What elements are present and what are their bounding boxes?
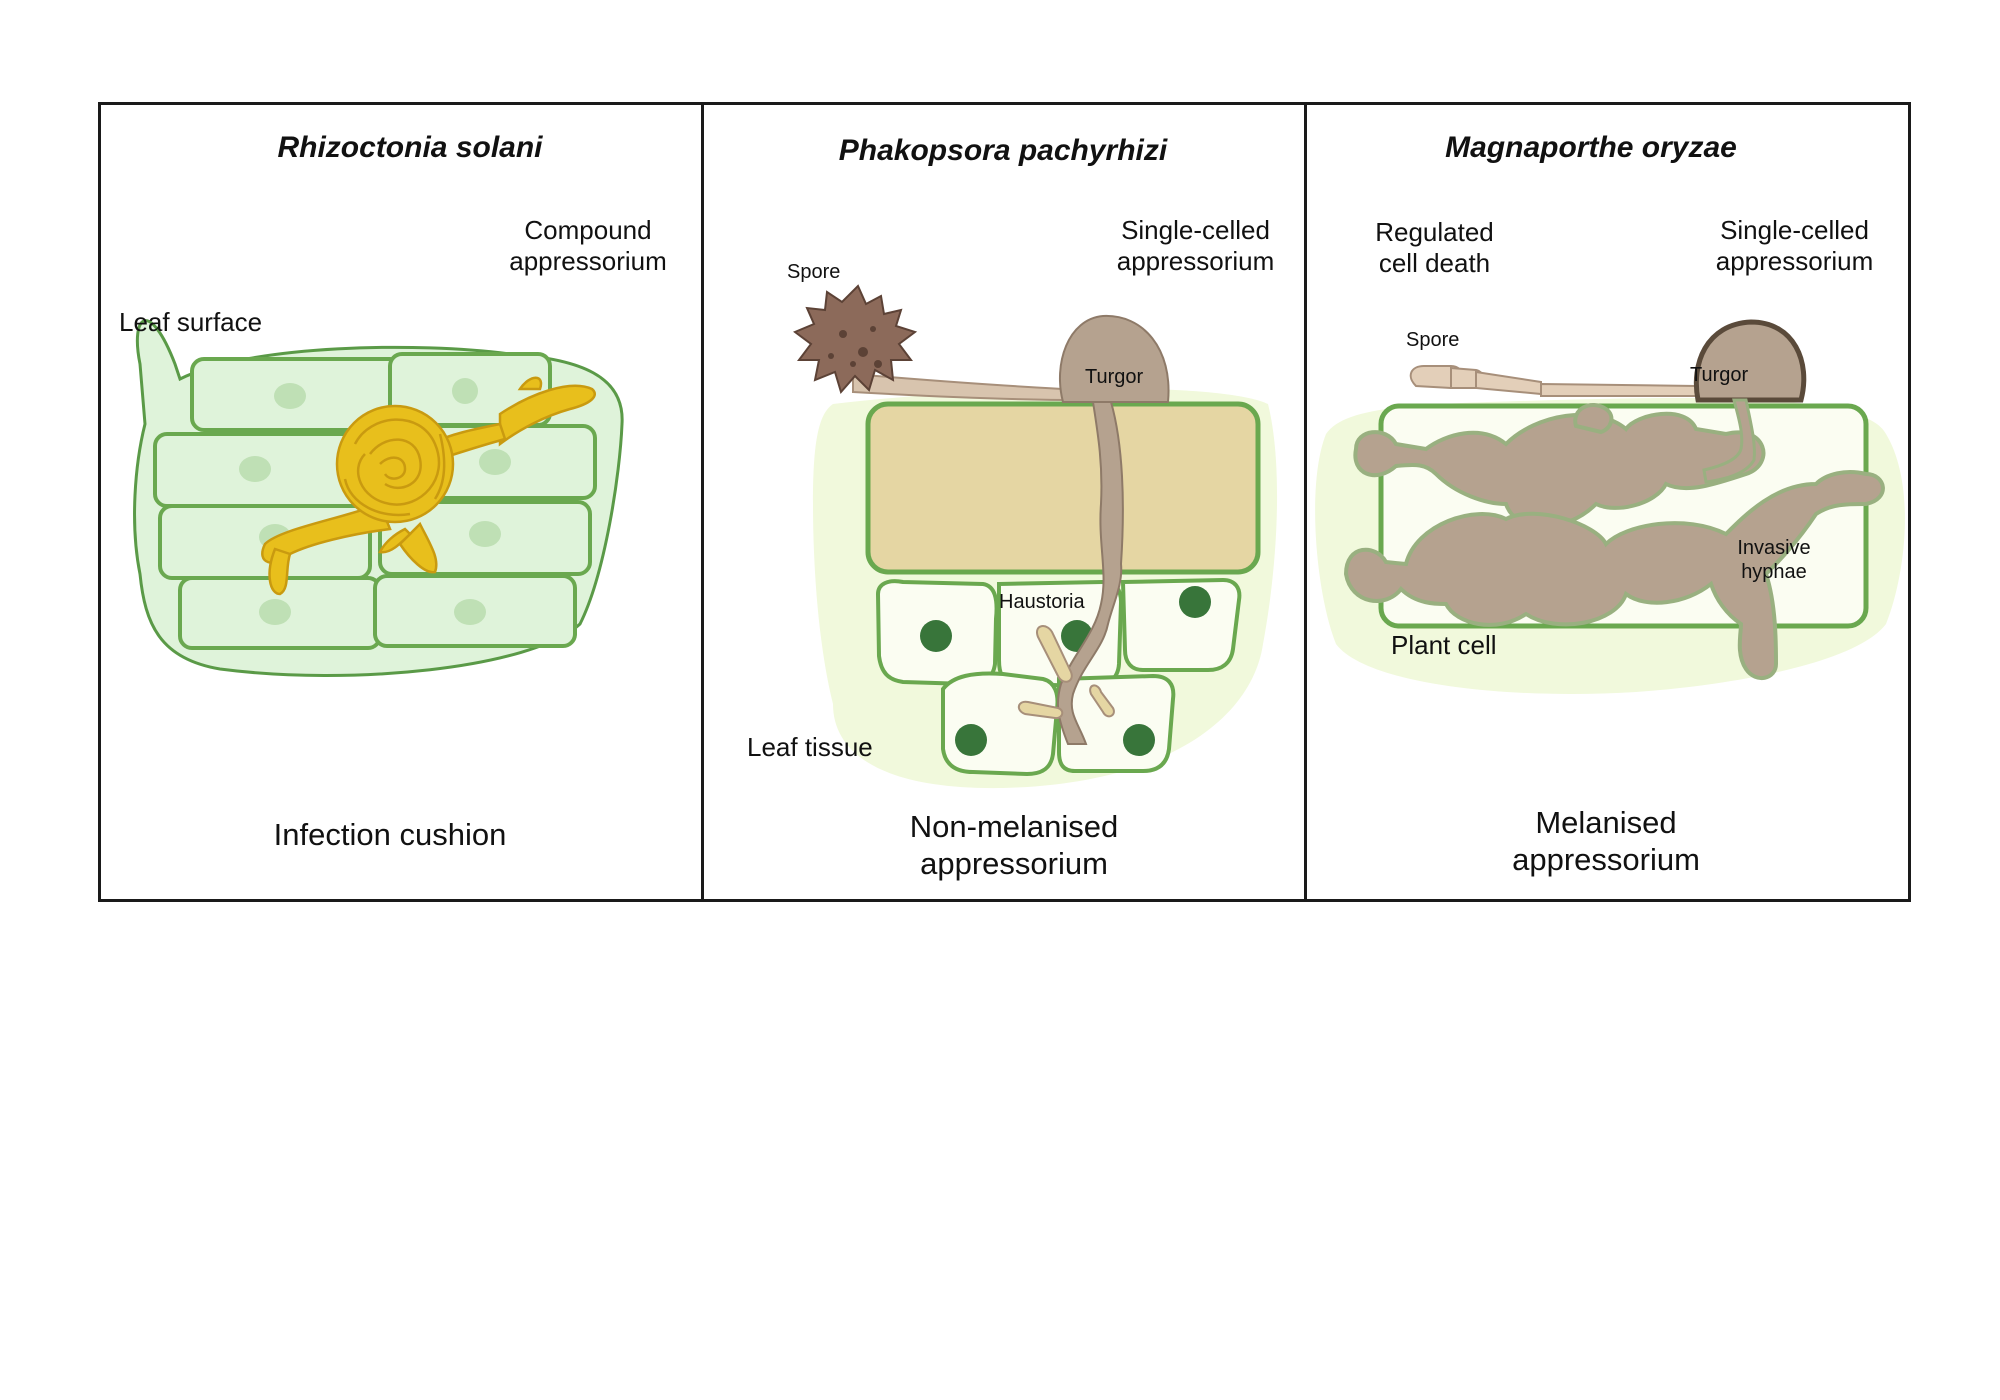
panel-2-caption-text: Non-melanised appressorium — [909, 809, 1119, 882]
panel-frame-3 — [1304, 102, 1911, 902]
panel-3-title: Magnaporthe oryzae — [1445, 131, 1737, 164]
panel-3-structure-label: Single-celled appressorium — [1707, 215, 1882, 277]
panel-1-illustration — [133, 319, 624, 677]
panel-2-illustration — [793, 284, 1278, 789]
panel-3-plant-cell-label: Plant cell — [1391, 630, 1497, 660]
panel-3-hyphae-label: Invasive hyphae — [1729, 536, 1819, 584]
panel-3-death-label: Regulated cell death — [1357, 217, 1512, 279]
panel-1-surface-label: Leaf surface — [119, 307, 263, 337]
haustoria-shapes — [1017, 625, 1115, 720]
panel-3-structure-text: Single-celled appressorium — [1715, 215, 1874, 277]
panel-2-caption: Non-melanised appressorium — [910, 808, 1119, 882]
panel-2-turgor-label: Turgor — [1085, 366, 1144, 388]
panel-2-title: Phakopsora pachyrhizi — [838, 134, 1168, 167]
panel-1-structure-label: Compound appressorium — [503, 215, 673, 277]
panel-3-death-text: Regulated cell death — [1375, 217, 1494, 279]
appressorium-coils — [343, 418, 446, 517]
panel-1-caption: Infection cushion — [273, 817, 507, 852]
panel-3-hyphae-text: Invasive hyphae — [1737, 537, 1811, 583]
panel-1-structure-text: Compound appressorium — [509, 215, 667, 277]
appressorium-p2 — [1056, 314, 1170, 745]
spore-shape — [793, 284, 918, 395]
panel-2-tissue-label: Leaf tissue — [747, 732, 873, 762]
panel-3-illustration — [1315, 319, 1905, 694]
melanised-appressorium — [1693, 319, 1807, 484]
invasive-hyphae — [1343, 403, 1885, 680]
panel-2-spore-label: Spore — [787, 261, 841, 283]
panel-2-structure-text: Single-celled appressorium — [1116, 215, 1275, 277]
epidermal-cell — [865, 401, 1261, 575]
spore-p3 — [1409, 365, 1697, 397]
panel-3-spore-label: Spore — [1406, 329, 1460, 351]
panel-3-turgor-label: Turgor — [1690, 364, 1749, 386]
panel-1-title: Rhizoctonia solani — [277, 131, 543, 164]
panel-2-haustoria-label: Haustoria — [999, 591, 1085, 613]
panel-3-caption-text: Melanised appressorium — [1512, 805, 1700, 878]
panel-2-structure-label: Single-celled appressorium — [1108, 215, 1283, 277]
panel-3-caption: Melanised appressorium — [1512, 804, 1700, 878]
